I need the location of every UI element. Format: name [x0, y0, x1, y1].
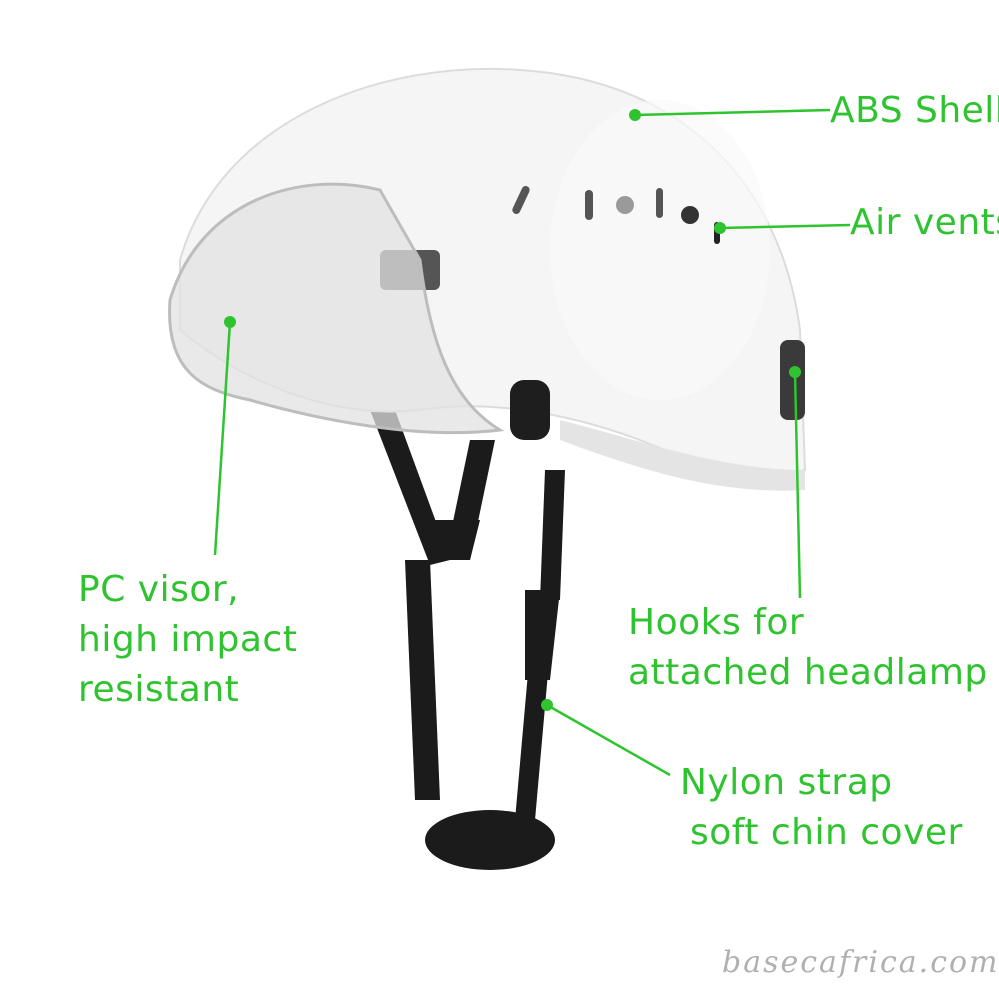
- label-line: attached headlamp: [628, 652, 988, 693]
- label-line: high impact: [78, 619, 298, 660]
- watermark: basecafrica.com: [722, 945, 999, 980]
- label-line: Hooks for: [628, 602, 805, 643]
- label-pc-visor: PC visor, high impact resistant: [78, 565, 297, 715]
- callout-lines: [213, 108, 851, 777]
- label-abs-shell: ABS Shell: [830, 90, 999, 131]
- label-line: soft chin cover: [690, 812, 963, 853]
- label-line: resistant: [78, 669, 240, 710]
- label-nylon-strap: Nylon strap soft chin cover: [680, 758, 963, 858]
- label-hooks: Hooks for attached headlamp: [628, 598, 988, 698]
- label-line: Nylon strap: [680, 762, 893, 803]
- label-air-vents: Air vents: [850, 202, 999, 243]
- callout-dots: [224, 109, 801, 711]
- chin-strap: [370, 410, 565, 870]
- label-line: PC visor,: [78, 569, 240, 610]
